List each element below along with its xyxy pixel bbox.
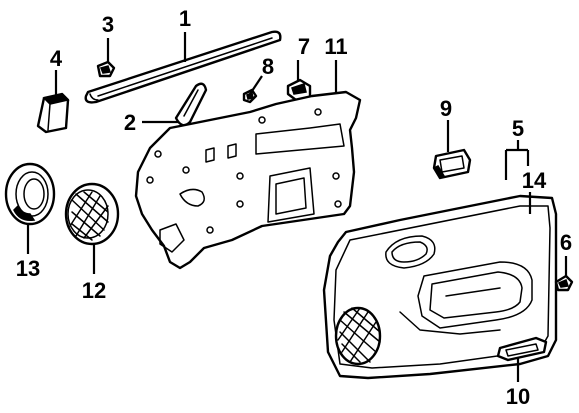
callout-6: 6: [560, 230, 572, 255]
callout-10: 10: [506, 384, 530, 409]
clip-part: [96, 60, 116, 78]
pull-cup-part: [496, 336, 548, 362]
callout-12: 12: [82, 278, 106, 303]
weatherstrip-part: [84, 30, 282, 104]
inner-door-panel-part: [134, 90, 362, 270]
speaker-ring-part: [4, 162, 56, 226]
callout-11: 11: [324, 34, 347, 59]
callout-5: 5: [512, 116, 524, 141]
callout-4: 4: [50, 46, 63, 71]
callout-1: 1: [179, 6, 191, 31]
handle-bracket-part: [174, 82, 208, 127]
callout-7: 7: [298, 34, 310, 59]
fastener-part: [554, 274, 574, 292]
door-trim-panel-part: [322, 194, 558, 380]
callout-2: 2: [124, 110, 136, 135]
pad-part: [36, 92, 70, 134]
switch-bezel-part: [432, 148, 472, 180]
callout-14: 14: [522, 168, 547, 193]
speaker-grille-part: [334, 306, 382, 366]
callout-13: 13: [16, 256, 40, 281]
callout-labels: 1 2 3 4 5 6 7 8 9 10 11 12 13 14: [16, 6, 572, 409]
leader-8: [249, 75, 263, 95]
callout-9: 9: [440, 96, 452, 121]
callout-8: 8: [262, 54, 274, 79]
small-clip-part: [242, 88, 258, 104]
speaker-part: [64, 182, 120, 246]
callout-3: 3: [102, 12, 114, 37]
leader-lines: [26, 32, 568, 382]
